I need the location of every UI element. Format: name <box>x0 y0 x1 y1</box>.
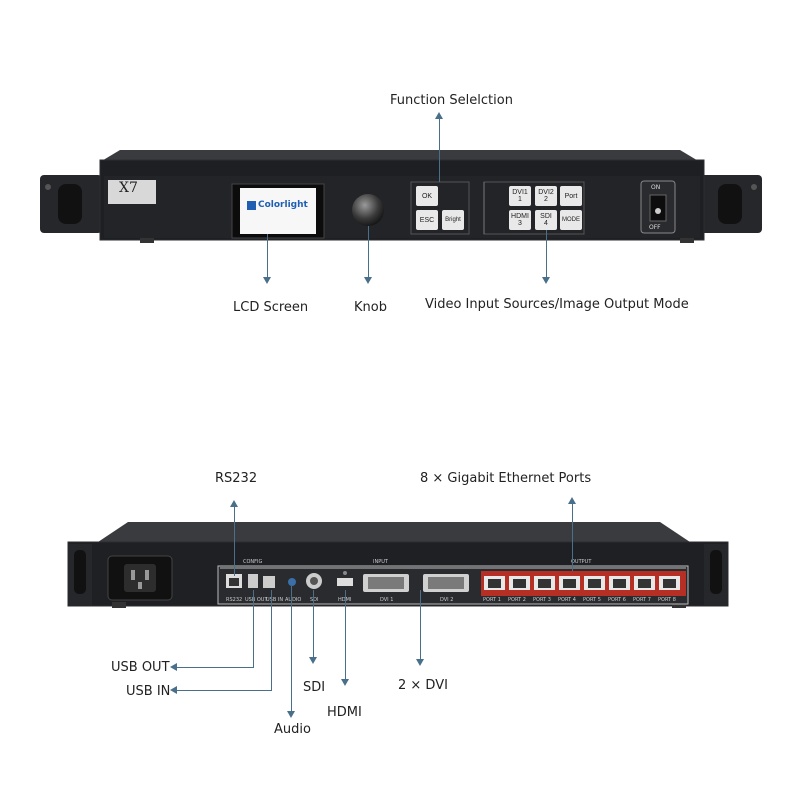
rear-dvi1-label: DVI 1 <box>380 597 394 603</box>
arrow-usb-out <box>170 663 177 671</box>
sdi-button[interactable]: SDI 4 <box>535 210 557 230</box>
rear-audio-label: AUDIO <box>285 597 302 603</box>
dvi2-button[interactable]: DVI2 2 <box>535 186 557 206</box>
hdmi-button-num: 3 <box>518 220 522 227</box>
arrow-rs232 <box>230 500 238 507</box>
arrow-lcd <box>263 277 271 284</box>
callout-lcd-screen: LCD Screen <box>233 300 309 315</box>
rear-port-label: PORT 1 <box>483 597 501 603</box>
sdi-button-num: 4 <box>544 220 548 227</box>
arrow-usb-in <box>170 686 177 694</box>
arrow-audio <box>287 711 295 718</box>
rear-hdmi-label: HDMI <box>338 597 351 603</box>
leader-usb-in-h <box>176 690 272 691</box>
rear-config-label: CONFIG <box>243 559 263 565</box>
leader-sdi <box>313 590 314 658</box>
rear-sdi-label: SDI <box>310 597 319 603</box>
rear-port-label: PORT 3 <box>533 597 551 603</box>
switch-on-label: ON <box>651 184 661 191</box>
leader-usb-out-v <box>253 590 254 668</box>
leader-usb-out-h <box>176 667 254 668</box>
callout-audio: Audio <box>274 722 311 737</box>
rear-port-label: PORT 4 <box>558 597 576 603</box>
rear-port-label: PORT 2 <box>508 597 526 603</box>
callout-knob: Knob <box>354 300 387 315</box>
callout-dvi: 2 × DVI <box>398 678 448 693</box>
dvi2-button-num: 2 <box>544 196 548 203</box>
arrow-dvi <box>416 659 424 666</box>
bright-button[interactable]: Bright <box>442 210 464 230</box>
model-label: X7 <box>119 180 138 196</box>
arrow-video-input <box>542 277 550 284</box>
leader-knob <box>368 226 369 278</box>
leader-ethernet <box>572 503 573 571</box>
leader-usb-in-v <box>271 590 272 691</box>
rear-port-label: PORT 6 <box>608 597 626 603</box>
callout-sdi: SDI <box>303 680 326 695</box>
rear-port-label: PORT 8 <box>658 597 676 603</box>
arrow-function-selection <box>435 112 443 119</box>
rear-panel-device: CONFIG INPUT OUTPUT RS232 USB OUT USB IN… <box>0 500 800 620</box>
rear-output-label: OUTPUT <box>571 559 592 565</box>
arrow-knob <box>364 277 372 284</box>
arrow-ethernet <box>568 497 576 504</box>
rear-input-label: INPUT <box>373 559 388 565</box>
dvi1-button-num: 1 <box>518 196 522 203</box>
hdmi-button[interactable]: HDMI 3 <box>509 210 531 230</box>
lcd-logo-text: Colorlight <box>258 200 308 210</box>
leader-hdmi <box>345 590 346 680</box>
callout-hdmi: HDMI <box>327 705 362 720</box>
rear-port-label: PORT 5 <box>583 597 601 603</box>
callout-rs232: RS232 <box>215 471 258 486</box>
leader-lcd <box>267 234 268 278</box>
sdi-button-label: SDI <box>540 213 552 220</box>
rear-rs232-label: RS232 <box>226 597 243 603</box>
front-panel-drawing <box>40 150 762 243</box>
switch-off-label: OFF <box>649 224 661 231</box>
front-panel-device: X7 Colorlight OK ESC Bright DVI1 1 DVI2 … <box>0 0 800 260</box>
ok-button[interactable]: OK <box>416 186 438 206</box>
port-button[interactable]: Port <box>560 186 582 206</box>
rear-dvi2-label: DVI 2 <box>440 597 454 603</box>
leader-dvi <box>420 590 421 660</box>
arrow-hdmi <box>341 679 349 686</box>
callout-usb-out: USB OUT <box>111 660 170 675</box>
dvi1-button-label: DVI1 <box>512 189 528 196</box>
callout-function-selection: Function Selelction <box>390 93 513 108</box>
rear-panel-drawing <box>67 522 729 608</box>
esc-button[interactable]: ESC <box>416 210 438 230</box>
callout-usb-in: USB IN <box>126 684 171 699</box>
callout-video-input: Video Input Sources/Image Output Mode <box>425 297 689 312</box>
power-switch[interactable] <box>650 195 666 221</box>
hdmi-button-label: HDMI <box>511 213 529 220</box>
rear-port-label: PORT 7 <box>633 597 651 603</box>
callout-ethernet: 8 × Gigabit Ethernet Ports <box>420 471 592 486</box>
leader-function-selection <box>439 118 440 182</box>
rear-usb-out-label: USB OUT <box>245 597 268 603</box>
mode-button[interactable]: MODE <box>560 210 582 230</box>
dvi1-button[interactable]: DVI1 1 <box>509 186 531 206</box>
leader-audio <box>291 586 292 712</box>
rear-usb-in-label: USB IN <box>266 597 284 603</box>
leader-video-input <box>546 230 547 278</box>
leader-rs232 <box>234 506 235 576</box>
arrow-sdi <box>309 657 317 664</box>
dvi2-button-label: DVI2 <box>538 189 554 196</box>
